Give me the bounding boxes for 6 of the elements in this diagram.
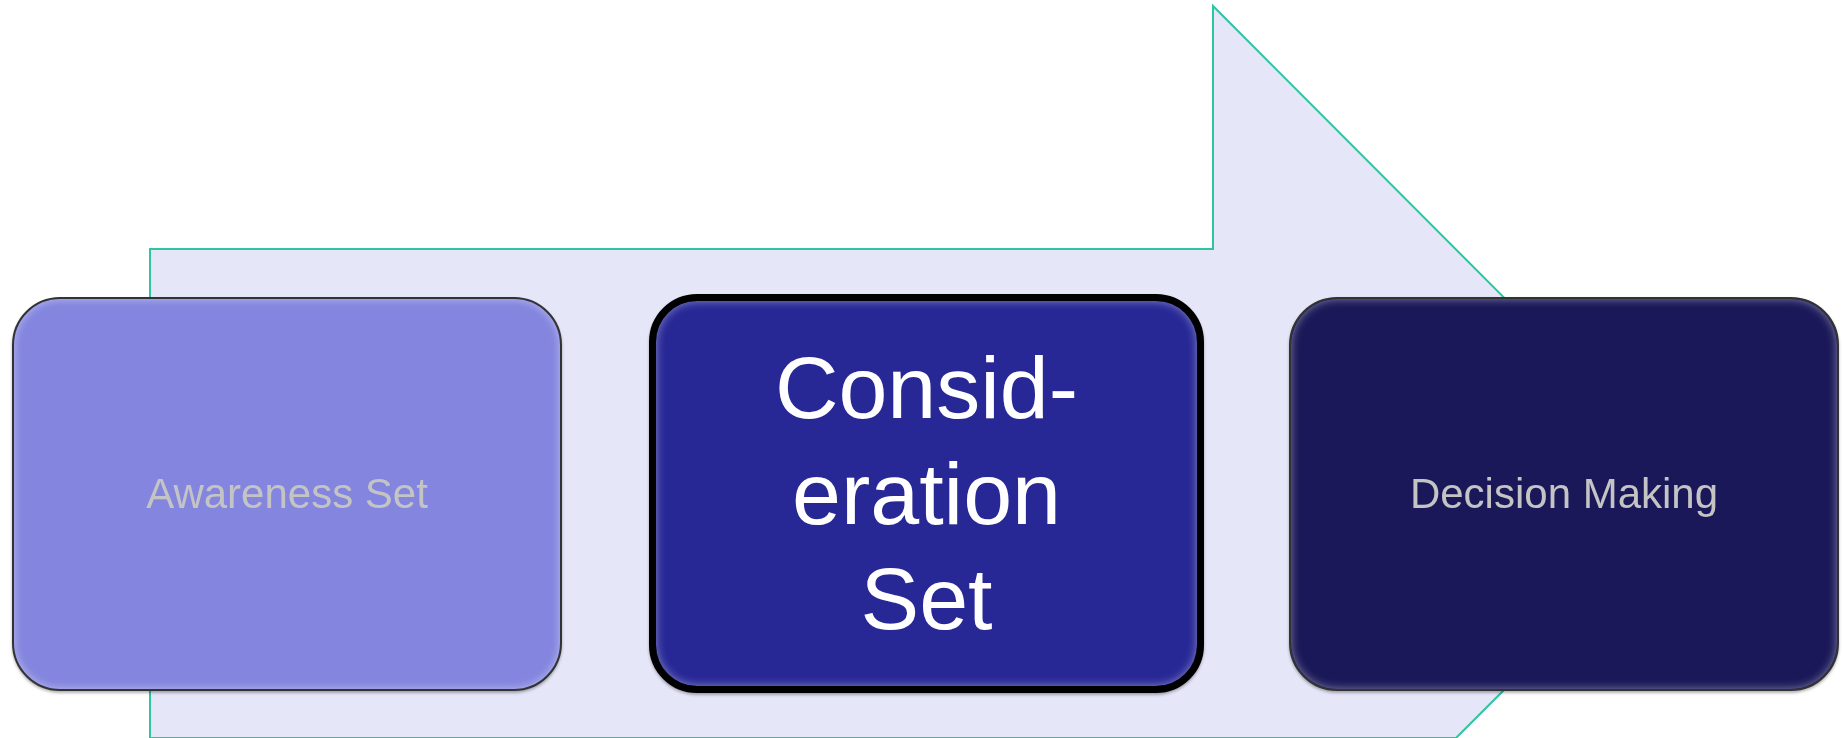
stage-label: Decision Making	[1409, 468, 1719, 519]
stage-box	[1289, 297, 1839, 691]
stage-box	[12, 297, 562, 691]
stage-box	[649, 294, 1204, 693]
stage-label: Consid- eration Set	[773, 337, 1080, 651]
stage-label: Awareness Set	[146, 468, 428, 519]
